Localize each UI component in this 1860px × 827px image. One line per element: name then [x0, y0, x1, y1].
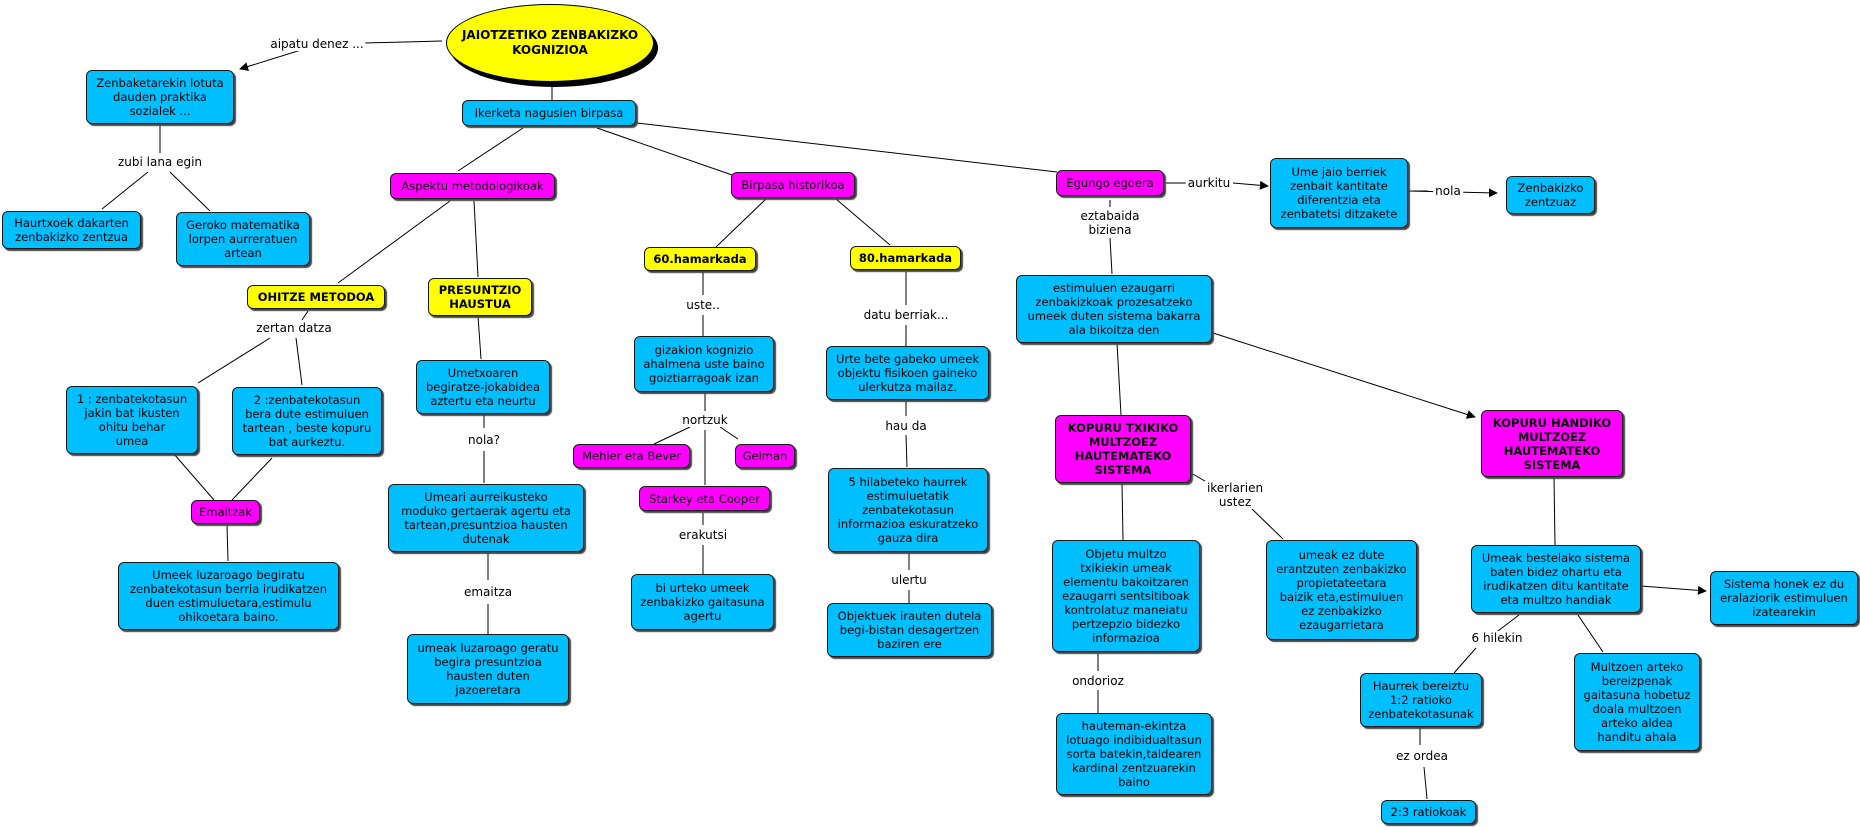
- node-haurtxoek-zenbakizko-zentzua[interactable]: Haurtxoek dakarten zenbakizko zentzua: [2, 211, 141, 249]
- node-ikerketa-nagusien-birpasa[interactable]: Ikerketa nagusien birpasa: [462, 100, 636, 126]
- link-label-zertan-datza: zertan datza: [254, 321, 334, 335]
- node-presuntzio-haustua[interactable]: PRESUNTZIO HAUSTUA: [428, 278, 532, 316]
- link-label-emaitza: emaitza: [461, 585, 515, 599]
- node-bi-urteko-umeek[interactable]: bi urteko umeek zenbakizko gaitasuna age…: [631, 574, 774, 630]
- link-label-ez-ordea: ez ordea: [1394, 749, 1450, 763]
- link-label-aipatu-denez: aipatu denez ...: [268, 37, 366, 51]
- link-label-zubi-lana-egin: zubi lana egin: [115, 155, 205, 169]
- link-label-hau-da: hau da: [883, 419, 929, 433]
- node-umeak-ez-dute-erantzuten[interactable]: umeak ez dute erantzuten zenbakizko prop…: [1266, 540, 1417, 640]
- link-label-ulertu: ulertu: [889, 573, 929, 587]
- node-multzoen-arteko[interactable]: Multzoen arteko bereizpenak gaitasuna ho…: [1574, 653, 1700, 751]
- node-egungo-egoera[interactable]: Egungo egoera: [1056, 170, 1164, 196]
- link-label-eztabaida-biziena: eztabaida biziena: [1078, 209, 1142, 237]
- link-label-aurkitu: aurkitu: [1185, 176, 1233, 190]
- link-label-nortzuk: nortzuk: [680, 413, 730, 427]
- link-label-nola-galdera: nola?: [465, 433, 503, 447]
- link-label-ikerlarien-ustez: ikerlarien ustez: [1204, 481, 1266, 509]
- root-concept[interactable]: JAIOTZETIKO ZENBAKIZKO KOGNIZIOA: [446, 4, 654, 82]
- node-umeek-luzaroago-begiratu[interactable]: Umeek luzaroago begiratu zenbatekotasun …: [118, 562, 339, 630]
- node-objektuek-irauten[interactable]: Objektuek irauten dutela begi-bistan des…: [827, 603, 992, 657]
- node-estimuluen-ezaugarri[interactable]: estimuluen ezaugarri zenbakizkoak prozes…: [1016, 275, 1212, 343]
- node-zenbatekotasun-jakin[interactable]: 1 : zenbatekotasun jakin bat ikusten ohi…: [66, 386, 198, 454]
- node-haurrek-bereiztu[interactable]: Haurrek bereiztu 1:2 ratioko zenbatekota…: [1360, 673, 1482, 727]
- node-umeak-luzaroago-geratu[interactable]: umeak luzaroago geratu begira presuntzio…: [407, 634, 569, 704]
- node-kopuru-handiko-sistema[interactable]: KOPURU HANDIKO MULTZOEZ HAUTEMATEKO SIST…: [1481, 410, 1623, 477]
- node-umetxoaren-begiratze-jokabidea[interactable]: Umetxoaren begiratze-jokabidea aztertu e…: [416, 360, 550, 414]
- link-label-erakutsi: erakutsi: [676, 528, 730, 542]
- node-umeari-aurreikusteko[interactable]: Umeari aurreikusteko moduko gertaerak ag…: [388, 484, 584, 552]
- node-zenbatekotasun-bera[interactable]: 2 :zenbatekotasun bera dute estimuluen t…: [232, 387, 382, 455]
- node-emaitzak[interactable]: Emaitzak: [191, 500, 260, 524]
- node-hauteman-ekintza[interactable]: hauteman-ekintza lotuago indibidualtasun…: [1056, 713, 1212, 795]
- link-label-6-hilekin: 6 hilekin: [1469, 631, 1525, 645]
- node-urte-bete-gabeko-umeek[interactable]: Urte bete gabeko umeek objektu fisikoen …: [826, 346, 989, 400]
- node-objetu-multzo-txikiekin[interactable]: Objetu multzo txikiekin umeak elementu b…: [1052, 540, 1200, 652]
- node-60-hamarkada[interactable]: 60.hamarkada: [644, 247, 756, 271]
- node-mehler-eta-bever[interactable]: Mehler eta Bever: [573, 444, 690, 468]
- node-zenbaketarekin-praktika-sozialak[interactable]: Zenbaketarekin lotuta dauden praktika so…: [86, 70, 234, 124]
- link-label-uste: uste..: [684, 298, 722, 312]
- node-birpasa-historikoa[interactable]: Birpasa historikoa: [731, 172, 855, 198]
- node-gizakion-kognizio[interactable]: gizakion kognizio ahalmena uste baino go…: [634, 336, 774, 392]
- node-sistema-honek[interactable]: Sistema honek ez du eralaziorik estimulu…: [1710, 571, 1858, 625]
- node-2-3-ratiokoak[interactable]: 2:3 ratiokoak: [1381, 800, 1476, 824]
- link-label-nola: nola: [1433, 184, 1463, 198]
- link-label-ondorioz: ondorioz: [1070, 674, 1126, 688]
- link-label-datu-berriak: datu berriak...: [861, 308, 951, 322]
- node-80-hamarkada[interactable]: 80.hamarkada: [850, 246, 961, 270]
- node-5-hilabeteko-haurrek[interactable]: 5 hilabeteko haurrek estimuluetatik zenb…: [828, 468, 988, 552]
- node-geroko-matematika[interactable]: Geroko matematika lorpen aurreratuen art…: [176, 212, 310, 266]
- node-ohitze-metodoa[interactable]: OHITZE METODOA: [247, 285, 385, 309]
- node-starkey-eta-cooper[interactable]: Starkey eta Cooper: [639, 486, 770, 511]
- node-umeak-bestelako-sistema[interactable]: Umeak bestelako sistema baten bidez ohar…: [1471, 545, 1641, 613]
- node-zenbakizko-zentzuaz[interactable]: Zenbakizko zentzuaz: [1506, 176, 1595, 214]
- node-gelman[interactable]: Gelman: [735, 444, 795, 468]
- node-kopuru-txikiko-sistema[interactable]: KOPURU TXIKIKO MULTZOEZ HAUTEMATEKO SIST…: [1055, 415, 1191, 483]
- node-aspektu-metodologikoak[interactable]: Aspektu metodologikoak: [390, 173, 555, 199]
- node-ume-jaio-berriek[interactable]: Ume jaio berriek zenbait kantitate difer…: [1270, 158, 1408, 228]
